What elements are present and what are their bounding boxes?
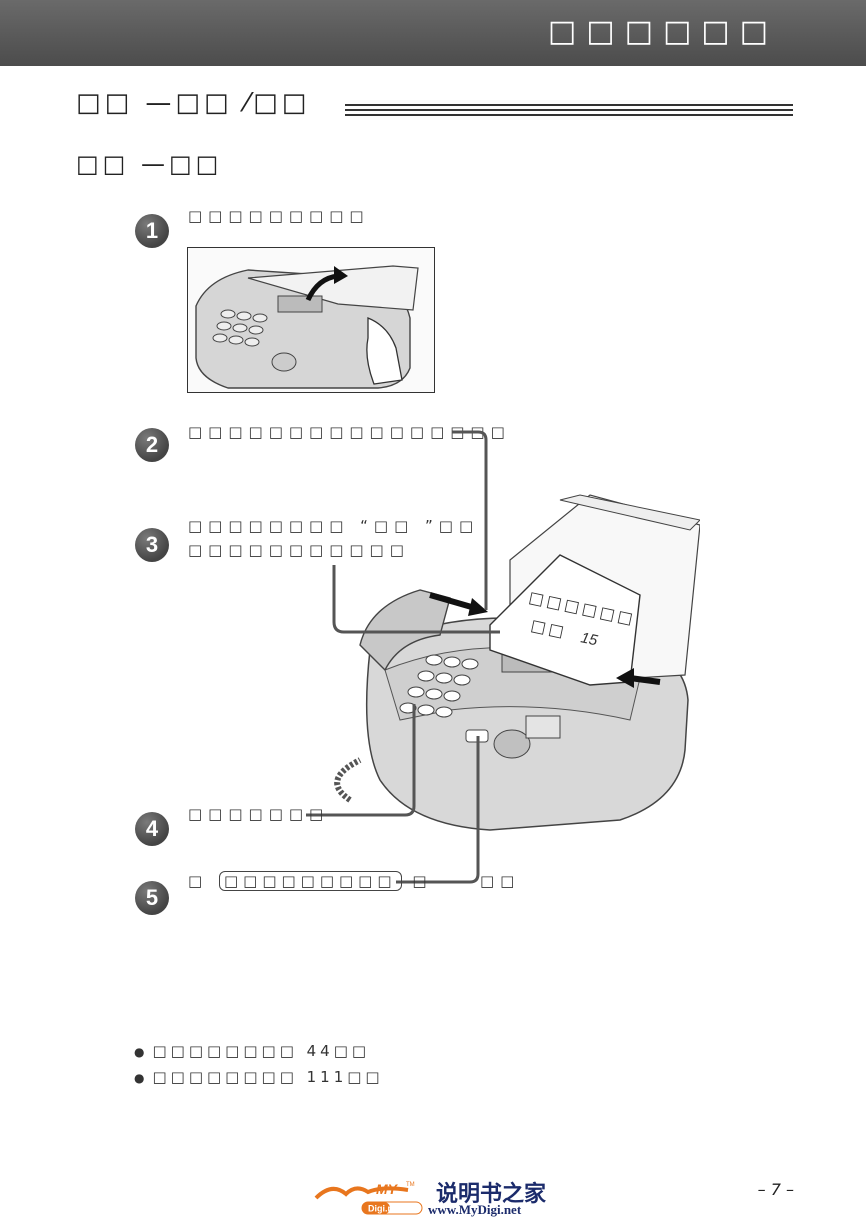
paper-number: 15	[579, 629, 599, 649]
sub-title: □□ —□□	[76, 150, 223, 178]
step-1-text: □□□□□□□□□	[188, 207, 370, 225]
step-5-prefix: □	[188, 872, 209, 890]
step-3-text-line2: □□□□□□□□□□□	[188, 541, 410, 559]
step-5-text: □ □□□□□□□□□ □	[188, 870, 433, 892]
section-rule	[345, 104, 793, 119]
step-4-text: □□□□□□□	[188, 805, 330, 823]
fax-open-cover-illustration	[195, 265, 419, 389]
fax-machine-illustration: □□□□□□ □□ 15	[334, 494, 700, 831]
step-5-tail: □□	[480, 872, 521, 890]
brand-name: 说明书之家	[436, 1181, 547, 1207]
page-number: – 7 –	[757, 1180, 794, 1199]
note-2: □□□□□□□□ 111□□	[134, 1068, 384, 1086]
step-5-key-label: □□□□□□□□□	[218, 871, 402, 891]
logo-tm: TM	[406, 1182, 415, 1188]
step-1-badge: 1	[135, 214, 169, 248]
step-3-text-line1: □□□□□□□□ “□□ ”□□	[188, 517, 480, 535]
step-2-badge: 2	[135, 428, 169, 462]
step-2-text: □□□□□□□□□□□□□□□□	[188, 423, 511, 441]
step-4-badge: 4	[135, 812, 169, 846]
step-5-suffix: □	[412, 872, 433, 890]
brand-url: www.MyDigi.net	[428, 1202, 522, 1217]
mydigi-logo: MY TM Digi.net	[314, 1181, 423, 1215]
figure-open-cover	[187, 247, 435, 393]
section-title: □□ —□□ ⁄□□	[76, 88, 319, 118]
logo-text: MY	[376, 1181, 399, 1197]
step-5-badge: 5	[135, 881, 169, 915]
note-1: □□□□□□□□ 44□□	[134, 1042, 370, 1060]
logo-sub: Digi.net	[368, 1204, 401, 1214]
step-3-badge: 3	[135, 528, 169, 562]
header-title: □□□□□□	[547, 14, 778, 49]
header-band: □□□□□□	[0, 0, 866, 66]
